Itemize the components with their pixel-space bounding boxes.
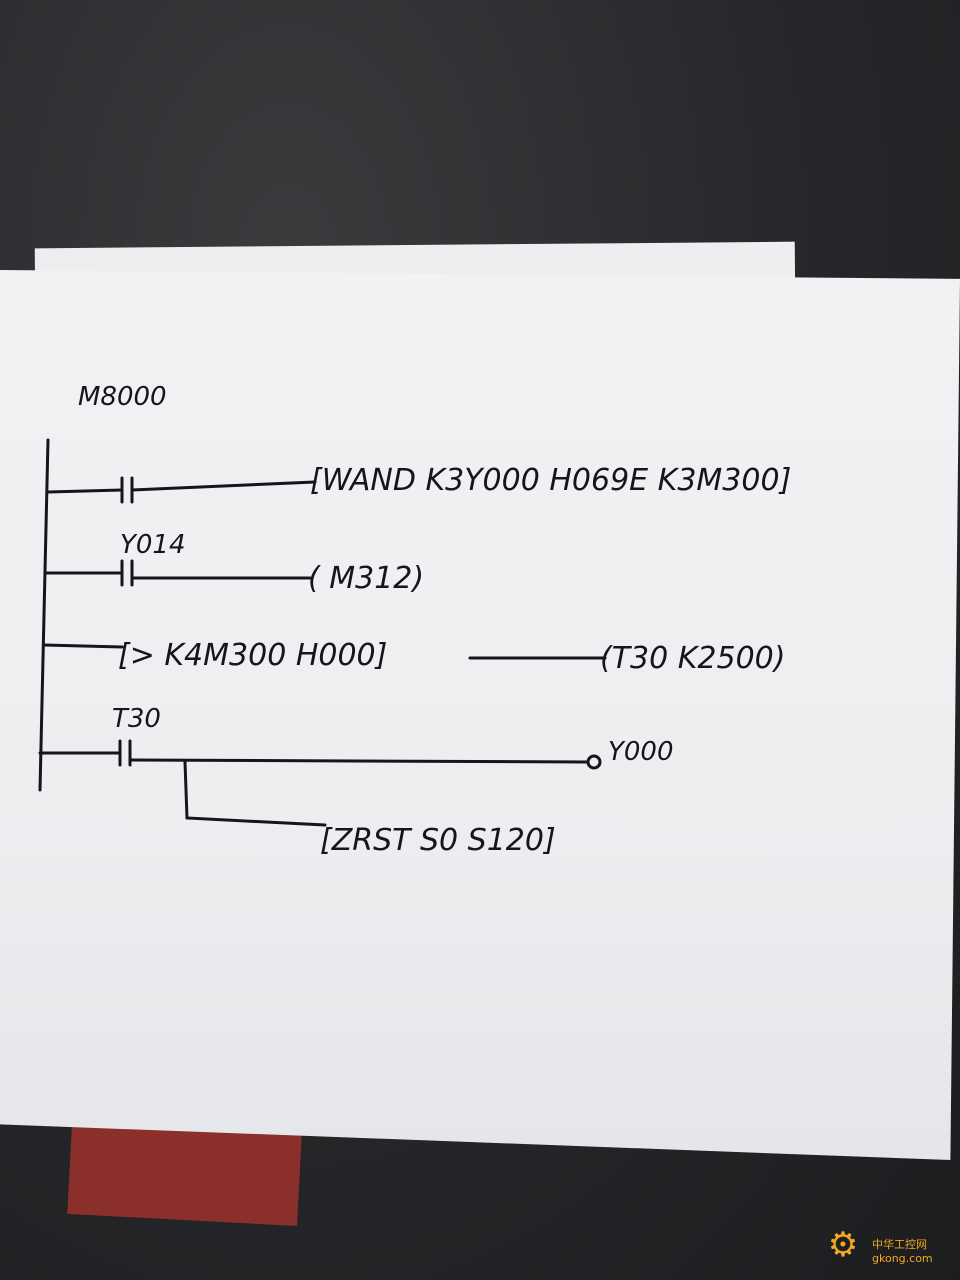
instruction-wand: [WAND K3Y000 H069E K3M300] [310, 463, 791, 498]
watermark-logo: ⚙ 中华工控网 gkong.com [820, 1222, 960, 1272]
contact-t30 [118, 739, 132, 767]
instruction-compare: [> K4M300 H000] [118, 638, 387, 673]
label-y000: Y000 [608, 737, 674, 767]
contact-y014 [120, 559, 134, 587]
watermark-site: gkong.com [872, 1252, 933, 1265]
watermark-brand: 中华工控网 [872, 1238, 927, 1251]
rung-3-wire-left [42, 643, 124, 649]
label-t30: T30 [112, 704, 161, 734]
gear-icon: ⚙ [827, 1225, 859, 1265]
rung-1-wire-right [130, 480, 317, 492]
coil-y000 [586, 754, 602, 770]
coil-m312: ( M312) [308, 561, 424, 596]
label-y014: Y014 [120, 530, 186, 560]
paper-sheet [0, 270, 960, 1160]
branch-wire [183, 760, 327, 827]
label-m8000: M8000 [78, 382, 167, 412]
rung-1-wire-left [46, 488, 124, 494]
coil-t30: (T30 K2500) [600, 641, 785, 676]
rung-4-wire-right [128, 758, 590, 764]
instruction-zrst: [ZRST S0 S120] [320, 823, 556, 858]
power-rail [38, 438, 50, 792]
